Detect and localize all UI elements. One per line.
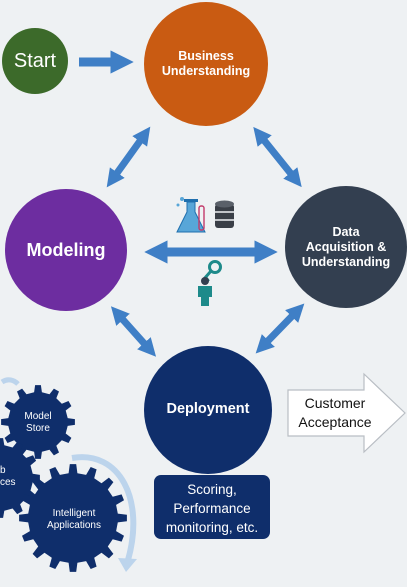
web-services-partial-label: b ces bbox=[0, 465, 16, 488]
cycle-arrowhead bbox=[118, 558, 137, 572]
deployment-label: Deployment bbox=[166, 401, 250, 417]
cycle-curve-left bbox=[0, 377, 20, 386]
gear-intelligent-applications bbox=[19, 464, 127, 572]
modeling-node bbox=[5, 189, 127, 311]
key-person-icon bbox=[198, 260, 222, 306]
intelligent-applications-label: Intelligent Applications bbox=[47, 508, 101, 531]
gear-shape bbox=[19, 464, 127, 572]
modeling-label: Modeling bbox=[26, 239, 106, 260]
customer-acceptance-label: Customer Acceptance bbox=[298, 395, 372, 430]
deployment-node bbox=[144, 346, 272, 474]
arrow-data-deployment bbox=[255, 303, 305, 354]
business-understanding-label: Business Understanding bbox=[161, 49, 251, 78]
arrow-modeling-deployment bbox=[110, 306, 157, 357]
lab-flask-icon bbox=[176, 197, 206, 233]
data-acquisition-label: Data Acquisition & Understanding bbox=[301, 224, 391, 269]
gear-model-store bbox=[1, 385, 75, 459]
database-icon bbox=[215, 200, 234, 228]
cycle-curve bbox=[71, 454, 137, 561]
gear-shape bbox=[1, 385, 75, 459]
business-understanding-node bbox=[144, 2, 268, 126]
arrow-business-data bbox=[253, 126, 302, 188]
start-label: Start bbox=[13, 49, 57, 72]
start-node bbox=[2, 28, 68, 94]
scoring-label: Scoring, Performance monitoring, etc. bbox=[165, 482, 259, 535]
scoring-box bbox=[154, 475, 270, 539]
data-acquisition-node bbox=[285, 186, 407, 308]
model-store-label: Model Store bbox=[24, 411, 52, 434]
arrow-business-modeling bbox=[106, 126, 151, 188]
customer-acceptance-arrow bbox=[287, 372, 406, 454]
